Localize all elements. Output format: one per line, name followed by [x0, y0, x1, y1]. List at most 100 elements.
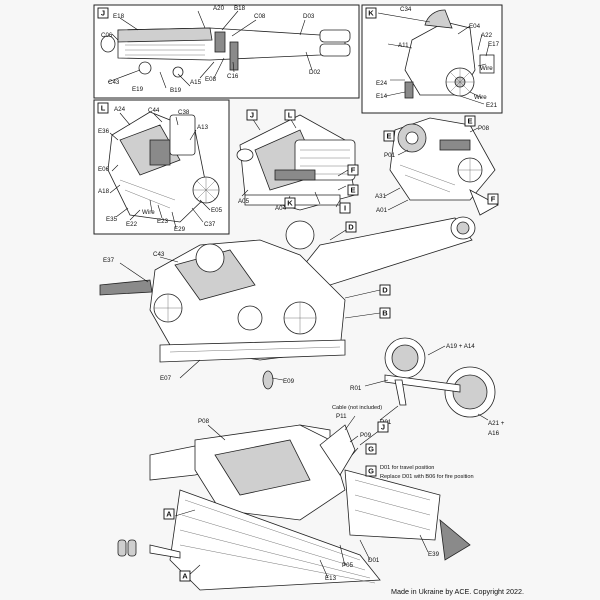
- label-a31: A31: [375, 193, 387, 200]
- label-e35: E35: [106, 216, 118, 223]
- callout-e-letter: E: [350, 186, 355, 195]
- note-replace-d01: Replace D01 with B06 for fire position: [380, 474, 474, 480]
- callout-i-letter: I: [344, 204, 346, 213]
- panel-k-letter: K: [368, 9, 374, 18]
- gun-barrel-subassembly: [100, 27, 351, 78]
- label-d03: D03: [303, 13, 315, 20]
- callout-j-center: [246, 109, 258, 121]
- label-p05: P05: [342, 562, 354, 569]
- callout-a-top-letter: A: [166, 510, 172, 519]
- callout-k-center-letter: K: [287, 199, 293, 208]
- panel-k-leader-lines: [377, 12, 490, 105]
- label-b19: B19: [170, 87, 182, 94]
- label-d01: D01: [368, 557, 380, 564]
- label-e21: E21: [486, 102, 498, 109]
- recoil-subassembly: [389, 117, 499, 216]
- label-e14: E14: [376, 93, 388, 100]
- label-e05: E05: [211, 207, 223, 214]
- label-e36: E36: [98, 128, 110, 135]
- callout-e-right-2: [464, 115, 476, 127]
- callout-j-bottom-letter: J: [381, 423, 385, 432]
- panel-l-tag: [97, 102, 109, 114]
- callout-g-top-letter: G: [368, 445, 374, 454]
- callout-d-top: [345, 221, 357, 233]
- label-e13: E13: [325, 575, 337, 582]
- callout-a-top: [163, 508, 175, 520]
- callout-f-right-letter: F: [491, 195, 496, 204]
- callout-b-letter: B: [382, 309, 388, 318]
- label-a21: A21 +: [488, 420, 505, 427]
- label-c37: C37: [204, 221, 216, 228]
- label-a15: A15: [190, 79, 202, 86]
- label-a20: A20: [213, 5, 225, 12]
- callout-f: [347, 164, 359, 176]
- label-c43: C43: [108, 79, 120, 86]
- label-e23: E23: [157, 218, 169, 225]
- label-p09: P09: [360, 432, 372, 439]
- label-e17: E17: [488, 41, 500, 48]
- label-a24: A24: [114, 106, 126, 113]
- label-p08-bottom: P08: [198, 418, 210, 425]
- callout-g-top: [365, 443, 377, 455]
- callout-k-center: [284, 197, 296, 209]
- callout-l-center: [284, 109, 296, 121]
- copyright-footer: Made in Ukraine by ACE. Copyright 2022.: [391, 587, 524, 596]
- label-c16: C16: [227, 73, 239, 80]
- label-e39: E39: [428, 551, 440, 558]
- note-d01-travel: D01 for travel position: [380, 465, 434, 471]
- callout-d-top-letter: D: [348, 223, 354, 232]
- panel-l-leader-lines: [109, 112, 211, 229]
- callout-j-center-letter: J: [250, 111, 254, 120]
- label-wire-2: Wire: [474, 94, 487, 101]
- callout-d-mid: [379, 284, 391, 296]
- label-e18: E18: [113, 13, 125, 20]
- label-b18: B18: [234, 5, 246, 12]
- label-p11: P11: [336, 413, 347, 420]
- label-a16: A16: [488, 430, 500, 437]
- label-e08: E08: [205, 76, 217, 83]
- upper-carriage-assembly: [99, 216, 476, 390]
- cradle-subassembly: [236, 114, 356, 211]
- callout-a-bottom: [179, 570, 191, 582]
- label-c38: C38: [178, 109, 190, 116]
- callout-b: [379, 307, 391, 319]
- label-a05: A05: [238, 198, 250, 205]
- label-a13: A13: [197, 124, 209, 131]
- label-e09: E09: [283, 378, 295, 385]
- label-d02: D02: [309, 69, 321, 76]
- label-r01-left: R01: [350, 385, 362, 392]
- panel-j-letter: J: [101, 9, 105, 18]
- label-a04: A04: [275, 205, 287, 212]
- callout-i: [339, 202, 351, 214]
- label-a11: A11: [398, 42, 409, 49]
- label-e07: E07: [160, 375, 172, 382]
- callout-e-right-letter: E: [386, 132, 391, 141]
- panel-j-tag: [97, 7, 109, 19]
- callout-a-bottom-letter: A: [182, 572, 188, 581]
- label-p08-right: P08: [478, 125, 490, 132]
- label-e24: E24: [376, 80, 388, 87]
- elevating-gear-subassembly: [404, 9, 495, 99]
- callout-e-right: [383, 130, 395, 142]
- breech-subassembly: [107, 111, 220, 223]
- label-a18: A18: [98, 188, 110, 195]
- label-e06: E06: [98, 166, 110, 173]
- wheel-subassembly: [384, 337, 496, 418]
- callout-e-right-2-letter: E: [467, 117, 472, 126]
- label-e37: E37: [103, 257, 115, 264]
- callout-e: [347, 184, 359, 196]
- callout-g-bottom: [365, 465, 377, 477]
- callout-l-center-letter: L: [288, 111, 293, 120]
- self-propelled-gun-assembly: [117, 424, 471, 591]
- label-a01: A01: [376, 207, 388, 214]
- callout-g-bottom-letter: G: [368, 467, 374, 476]
- panel-k-tag: [365, 7, 377, 19]
- label-e22: E22: [126, 221, 138, 228]
- label-c43-center: C43: [153, 251, 165, 258]
- callout-f-right: [487, 193, 499, 205]
- label-c06: C06: [101, 32, 113, 39]
- callout-j-bottom: [377, 421, 389, 433]
- label-wire-1: Wire: [480, 65, 493, 72]
- panel-j-leader-lines: [107, 10, 313, 89]
